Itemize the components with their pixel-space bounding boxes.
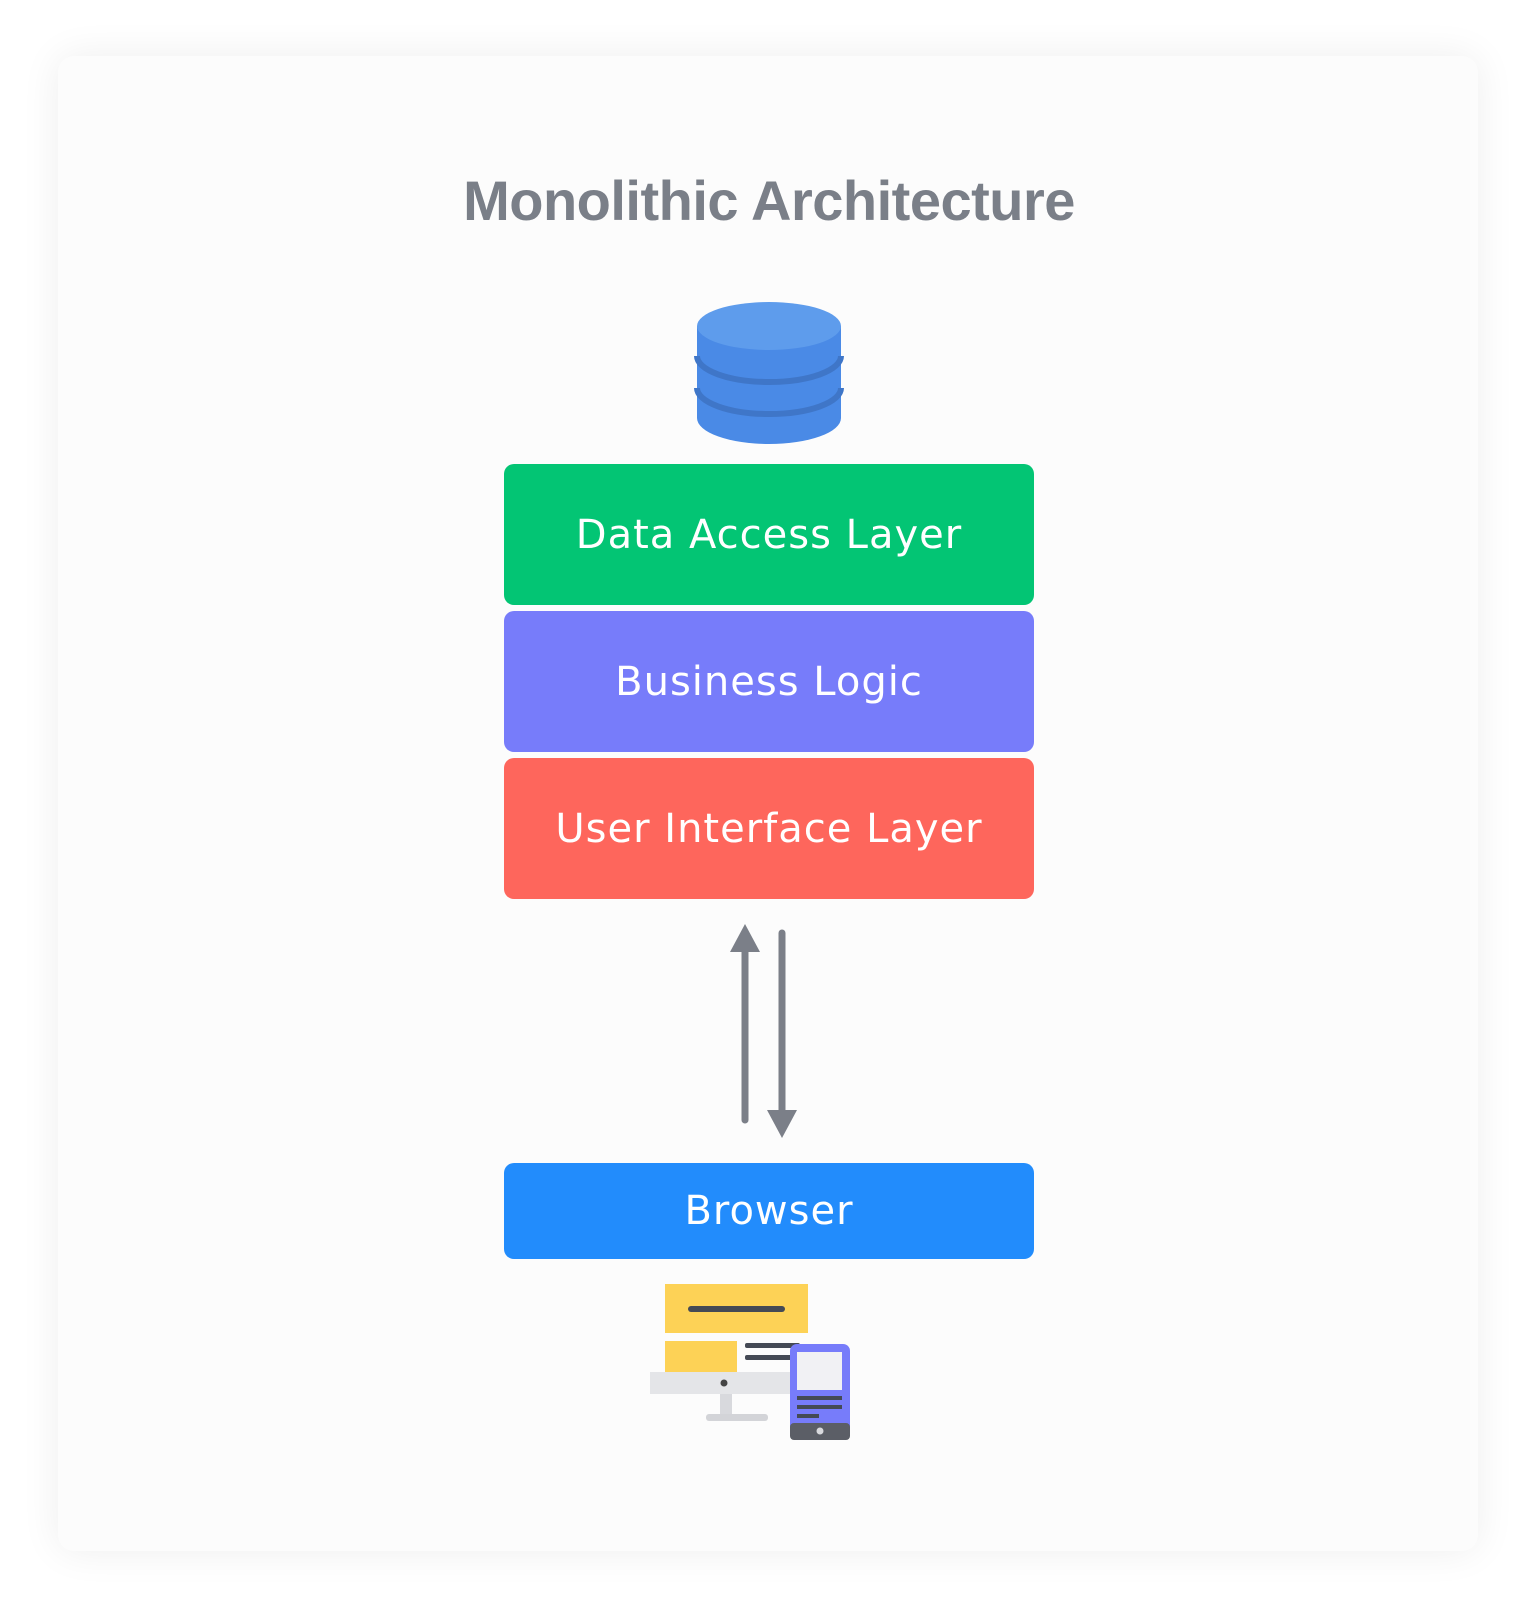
diagram-title: Monolithic Architecture — [463, 169, 1075, 232]
database-icon — [694, 302, 844, 444]
desktop-mobile-devices-icon — [650, 1284, 850, 1440]
business-logic-layer-label: Business Logic — [615, 658, 923, 705]
arrow-up-icon — [730, 924, 760, 1124]
user-interface-layer: User Interface Layer — [504, 758, 1034, 899]
user-interface-layer-label: User Interface Layer — [555, 805, 983, 852]
data-access-layer: Data Access Layer — [504, 464, 1034, 605]
bidirectional-arrows — [730, 924, 797, 1138]
browser-label: Browser — [684, 1188, 854, 1234]
browser-box: Browser — [504, 1163, 1034, 1259]
arrow-down-icon — [767, 929, 797, 1138]
business-logic-layer: Business Logic — [504, 611, 1034, 752]
data-access-layer-label: Data Access Layer — [575, 511, 963, 558]
